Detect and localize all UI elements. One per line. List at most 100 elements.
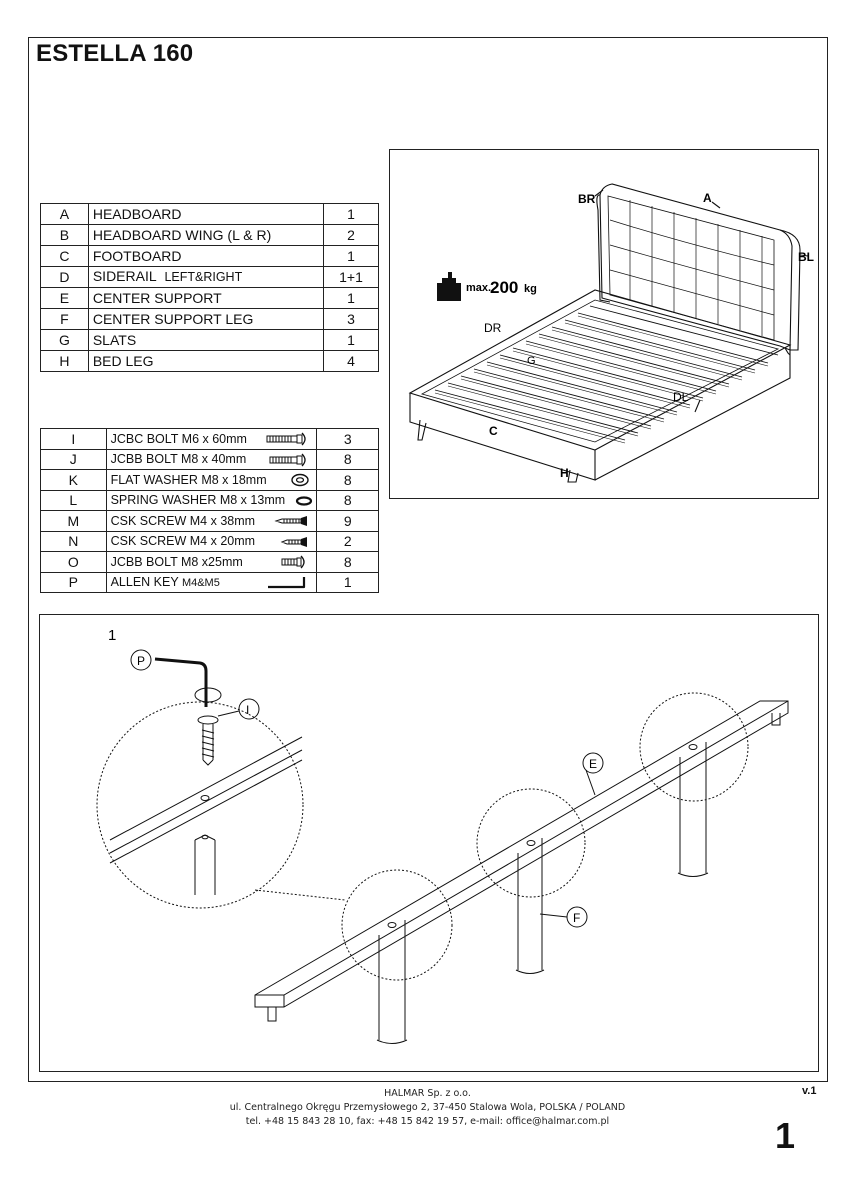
hardware-name: FLAT WASHER M8 x 18mm [110,472,267,487]
part-code: E [40,287,89,309]
hardware-code: K [40,469,107,491]
part-code: C [40,245,89,267]
weight-value: 200 [490,278,518,297]
hardware-name: JCBC BOLT M6 x 60mm [110,431,247,446]
part-code: F [40,308,89,330]
part-code: D [40,266,89,288]
part-name: SIDERAIL LEFT&RIGHT [87,266,325,288]
part-qty: 1 [323,329,379,351]
part-name: HEADBOARD WING (L & R) [87,224,325,246]
page-frame [28,37,828,1082]
company-footer: HALMAR Sp. z o.o. ul. Centralnego Okręgu… [200,1087,655,1129]
hardware-name-cell: CSK SCREW M4 x 20mm [105,530,318,552]
hardware-qty: 8 [316,469,379,491]
version-label: v.1 [802,1085,817,1097]
part-qty: 1 [323,287,379,309]
footer-address: ul. Centralnego Okręgu Przemysłowego 2, … [229,1102,626,1113]
table-row: I JCBC BOLT M6 x 60mm 3 [40,428,379,450]
assembly-step-drawing: 1 [96,627,789,1044]
part-qty: 4 [323,350,379,372]
label-f: F [573,911,580,925]
hardware-qty: 3 [316,428,379,450]
step-number: 1 [108,627,116,644]
table-row: L SPRING WASHER M8 x 13mm 8 [40,489,379,511]
part-qty: 1+1 [323,266,379,288]
hardware-name-cell: SPRING WASHER M8 x 13mm [105,489,318,511]
spring-washer-icon [296,495,313,506]
label-g: G [527,355,536,367]
label-a: A [703,191,712,205]
short-screw-icon [281,536,308,547]
label-e: E [589,757,597,771]
short-bolt-icon [281,555,306,569]
weight-prefix: max. [466,282,491,294]
hardware-name: JCBB BOLT M8 x25mm [110,554,243,569]
footer-contact: tel. +48 15 843 28 10, fax: +48 15 842 1… [245,1116,610,1127]
part-name: HEADBOARD [87,203,325,225]
hardware-name: CSK SCREW M4 x 38mm [110,513,256,528]
bed-overview-drawing: max. 200 kg BR A BL DR G DL C H [408,183,814,483]
label-bl: BL [798,250,814,264]
bed-overview-panel: max. 200 kg BR A BL DR G DL C H [389,149,819,499]
hardware-name-cell: ALLEN KEY M4&M5 [105,571,318,593]
part-code: H [40,350,89,372]
weight-unit: kg [524,283,537,295]
assembly-step-panel: 1 [39,614,819,1072]
label-c: C [489,424,498,438]
hardware-qty: 2 [316,530,379,552]
flat-washer-icon [291,473,310,487]
part-qty: 1 [323,245,379,267]
label-i: I [246,703,249,717]
hardware-code: N [40,530,107,552]
table-row: M CSK SCREW M4 x 38mm 9 [40,510,379,532]
part-code: B [40,224,89,246]
long-bolt-icon [266,432,307,446]
label-dl: DL [673,390,689,404]
hardware-code: P [40,571,107,593]
hardware-name-cell: JCBB BOLT M8 x 40mm [105,448,318,470]
part-name: FOOTBOARD [87,245,325,267]
label-p: P [137,654,145,668]
part-name: CENTER SUPPORT LEG [87,308,325,330]
hardware-name-cell: JCBC BOLT M6 x 60mm [105,428,318,450]
part-code: A [40,203,89,225]
table-row: J JCBB BOLT M8 x 40mm 8 [40,448,379,470]
hardware-qty: 1 [316,571,379,593]
table-row: O JCBB BOLT M8 x25mm 8 [40,551,379,573]
page-number: 1 [775,1115,796,1156]
hardware-name: SPRING WASHER M8 x 13mm [110,493,286,508]
hardware-name-cell: CSK SCREW M4 x 38mm [105,510,318,532]
hardware-qty: 8 [316,448,379,470]
table-row: N CSK SCREW M4 x 20mm 2 [40,530,379,552]
part-name: BED LEG [87,350,325,372]
part-code: G [40,329,89,351]
part-name-note: LEFT&RIGHT [164,270,243,284]
table-row: P ALLEN KEY M4&M5 1 [40,571,379,593]
hardware-name: ALLEN KEY [110,574,179,589]
hardware-name-note: M4&M5 [181,576,220,589]
hardware-name: JCBB BOLT M8 x 40mm [110,452,247,467]
product-title: ESTELLA 160 [36,40,194,67]
label-dr: DR [484,321,502,335]
hardware-name-cell: JCBB BOLT M8 x25mm [105,551,318,573]
part-name: SLATS [87,329,325,351]
allen-key-icon [268,576,306,588]
bolt-icon [269,453,307,466]
part-qty: 3 [323,308,379,330]
table-row: K FLAT WASHER M8 x 18mm 8 [40,469,379,491]
hardware-qty: 8 [316,489,379,511]
part-qty: 2 [323,224,379,246]
weight-icon [437,272,461,301]
hardware-name: CSK SCREW M4 x 20mm [110,534,256,549]
hardware-qty: 9 [316,510,379,532]
part-qty: 1 [323,203,379,225]
hardware-code: L [40,489,107,511]
